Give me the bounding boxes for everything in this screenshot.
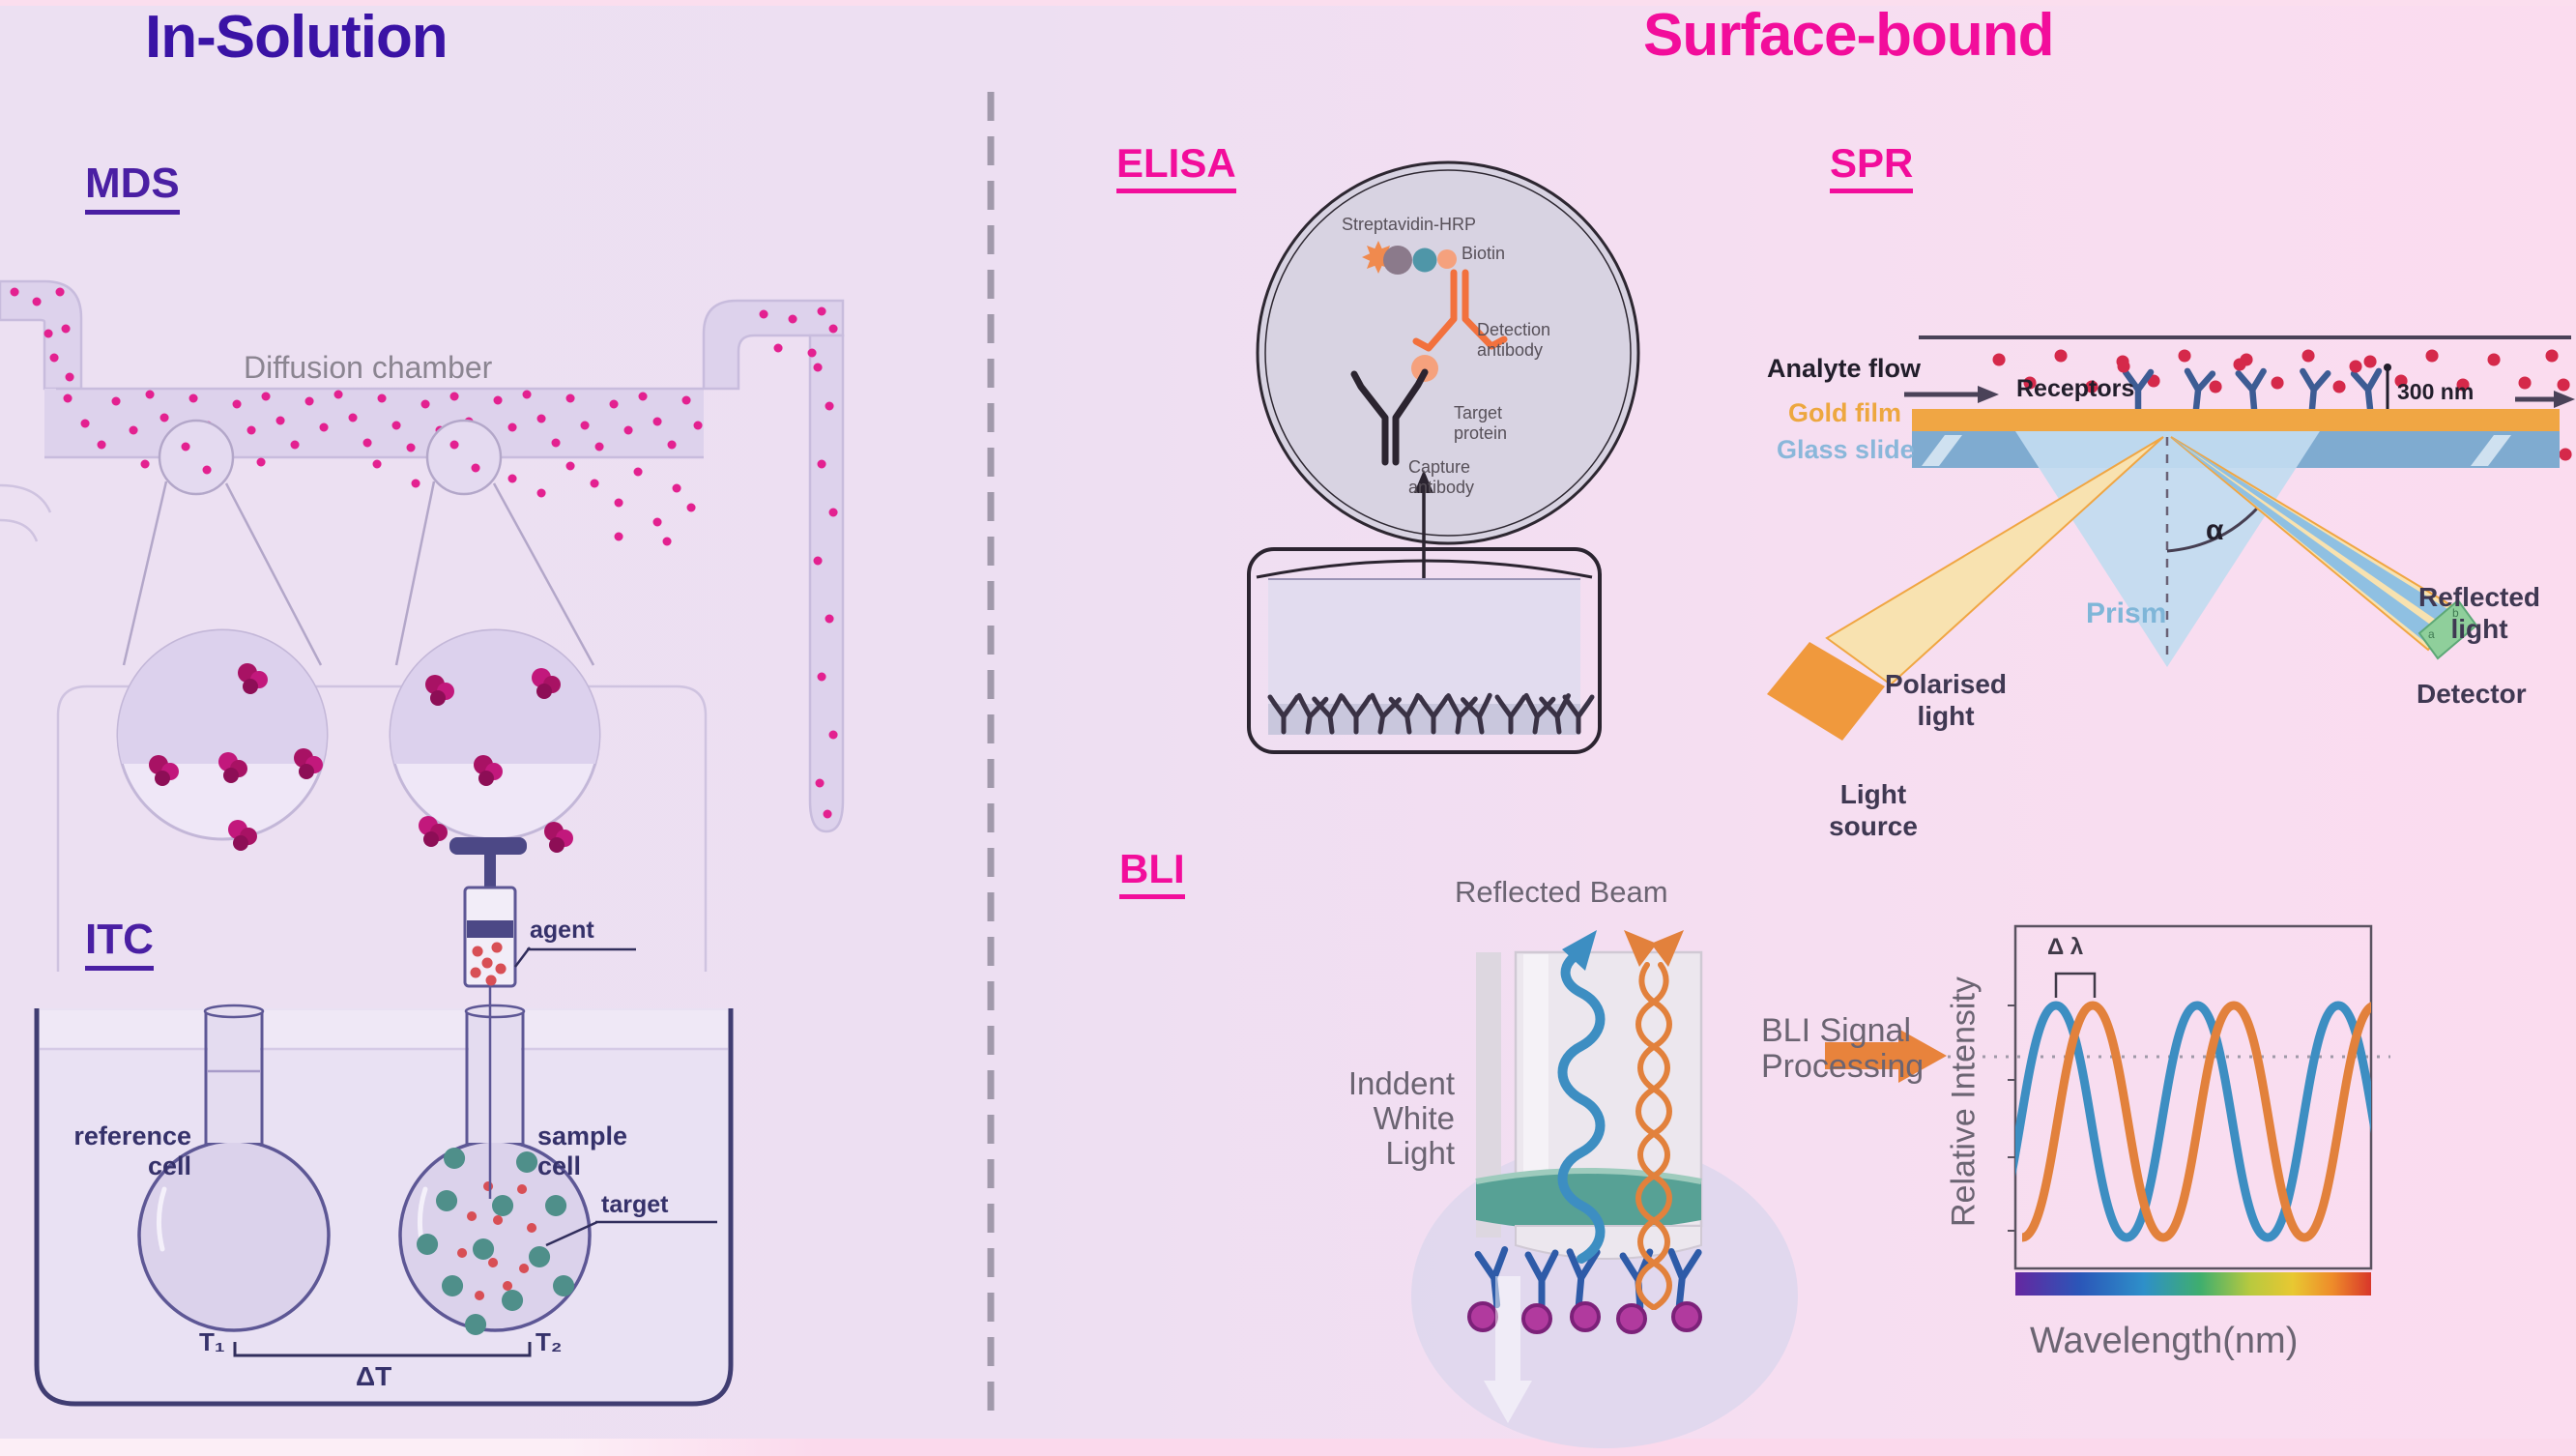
orange-wave	[1624, 930, 1684, 1310]
flow-arrow-right-icon	[2554, 391, 2575, 408]
target-protein-icon	[1411, 355, 1438, 382]
target-dots	[417, 1148, 575, 1335]
bli-diagram	[1411, 930, 1947, 1448]
detector-label: Detector	[2417, 679, 2527, 709]
delta-lambda-label: Δ λ	[2047, 934, 2084, 960]
flow-arrow-left-icon	[1978, 386, 1999, 403]
protein-clusters	[149, 663, 573, 853]
magnifier-circle-right	[425, 419, 503, 496]
target-label: target	[601, 1191, 669, 1218]
biotin-icon	[1437, 249, 1457, 269]
reflected-beam	[2170, 436, 2466, 652]
bottom-strip	[0, 1439, 2576, 1456]
down-arrow-icon	[1484, 1276, 1532, 1423]
glass-slide-label: Glass slide	[1777, 435, 1915, 464]
spr-diagram	[1767, 335, 2575, 741]
elisa-diagram	[1247, 160, 1640, 754]
polarised-beam	[1825, 436, 2164, 686]
biotin-label: Biotin	[1462, 244, 1506, 263]
gold-film-label: Gold film	[1788, 398, 1901, 427]
delta-t-bracket	[233, 1342, 532, 1357]
magnified-view-left	[116, 628, 329, 841]
magnified-view-right	[389, 628, 601, 841]
detector-b-label: b	[2452, 606, 2459, 620]
processing-arrow-icon	[1825, 1029, 1947, 1083]
delta-lambda-bracket	[2054, 972, 2097, 998]
gold-film-bar	[1912, 409, 2560, 431]
reflected-beam-label: Reflected Beam	[1455, 875, 1668, 909]
measure-300nm	[2384, 364, 2391, 409]
syringe	[449, 837, 527, 1199]
itc-diagram	[34, 837, 734, 1407]
x-axis-label: Wavelength(nm)	[2030, 1321, 2299, 1361]
up-arrow-icon	[1414, 470, 1433, 493]
sample-flask	[398, 1004, 592, 1335]
alpha-label: α	[2206, 514, 2224, 546]
itc-heading: ITC	[85, 918, 154, 971]
receptors-label: Receptors	[2016, 375, 2135, 402]
blue-spectrum	[2015, 1001, 2371, 1242]
detector-a-label: a	[2428, 627, 2435, 641]
diffusion-chamber-label: Diffusion chamber	[244, 350, 493, 385]
t2-label: T₂	[535, 1327, 563, 1356]
nm-label: 300 nm	[2397, 379, 2475, 404]
elisa-heading: ELISA	[1116, 143, 1236, 193]
reference-flask	[137, 1004, 331, 1332]
analyte-flow-label: Analyte flow	[1767, 354, 1922, 383]
receptors-icons	[2117, 358, 2383, 410]
bead-icons	[1467, 1301, 1702, 1334]
bli-heading: BLI	[1119, 849, 1185, 899]
agent-dots-flask	[457, 1181, 537, 1300]
spectrum-bar	[2015, 1272, 2371, 1296]
agent-label: agent	[530, 917, 594, 944]
bli-plot	[1948, 924, 2390, 1296]
capture-antibody-icon	[1350, 368, 1429, 466]
mds-heading: MDS	[85, 162, 180, 215]
orange-spectrum	[2020, 1001, 2371, 1242]
well-plate	[1247, 547, 1602, 754]
t1-label: T₁	[199, 1327, 225, 1356]
blue-wave	[1557, 930, 1606, 1264]
streptavidin-hrp-icon	[1362, 241, 1457, 275]
left-title: In-Solution	[145, 4, 449, 71]
right-title: Surface-bound	[1643, 2, 2054, 69]
detection-antibody-icon	[1412, 269, 1508, 352]
detector-icon	[2417, 598, 2478, 660]
mds-diagram	[0, 279, 845, 972]
streptavidin-label: Streptavidin-HRP	[1342, 215, 1477, 234]
elisa-zoom-circle	[1256, 160, 1640, 545]
magnifier-circle-left	[158, 419, 235, 496]
top-strip	[0, 0, 2576, 6]
tip-antibodies	[1467, 1250, 1702, 1334]
prism-label: Prism	[2086, 597, 2167, 629]
spr-heading: SPR	[1830, 143, 1914, 193]
light-source-icon	[1767, 642, 1885, 741]
delta-t-label: ΔT	[356, 1361, 392, 1391]
y-axis-label: Relative Intensity	[1945, 976, 1983, 1227]
